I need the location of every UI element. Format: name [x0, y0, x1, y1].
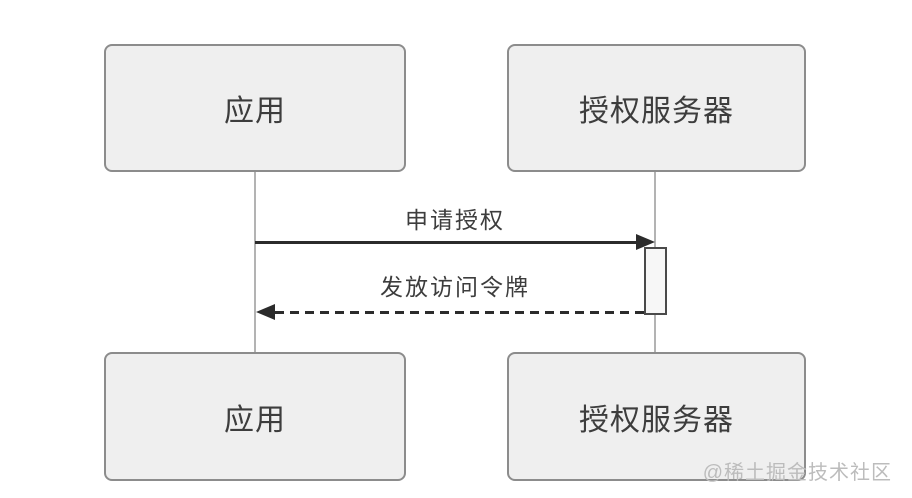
arrowhead-right-icon — [636, 234, 655, 250]
activation-bar — [644, 247, 667, 315]
message-arrow-dashed — [275, 311, 644, 314]
actor-box-auth-server-top: 授权服务器 — [507, 44, 806, 172]
actor-box-app-top: 应用 — [104, 44, 406, 172]
actor-box-auth-server-bottom: 授权服务器 — [507, 352, 806, 481]
arrowhead-left-icon — [256, 304, 275, 320]
message-label-request-auth: 申请授权 — [405, 207, 505, 233]
actor-label-auth-server-top: 授权服务器 — [579, 95, 734, 128]
actor-label-app-bottom: 应用 — [224, 403, 286, 437]
lifeline-left — [254, 172, 256, 352]
message-arrow-solid — [255, 241, 638, 244]
actor-label-app-top: 应用 — [224, 95, 286, 128]
watermark: @稀土掘金技术社区 — [702, 462, 892, 484]
actor-box-app-bottom: 应用 — [104, 352, 406, 481]
message-label-issue-token: 发放访问令牌 — [380, 274, 530, 300]
actor-label-auth-server-bottom: 授权服务器 — [579, 403, 734, 437]
